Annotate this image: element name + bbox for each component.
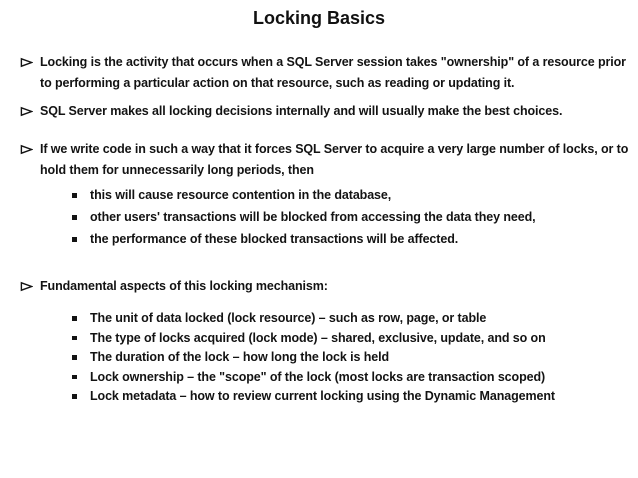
sub-bullet-text: the performance of these blocked transac… <box>90 232 459 246</box>
square-bullet-icon <box>72 229 90 242</box>
bullet-item: Locking is the activity that occurs when… <box>20 52 630 94</box>
sub-bullet-item: The unit of data locked (lock resource) … <box>20 309 630 329</box>
bullet-text: Locking is the activity that occurs when… <box>40 55 626 90</box>
square-bullet-icon <box>72 348 90 360</box>
arrowhead-bullet-icon <box>20 101 40 118</box>
sub-bullet-text: this will cause resource contention in t… <box>90 188 392 202</box>
arrowhead-bullet-icon <box>20 139 40 156</box>
sub-bullet-item: The type of locks acquired (lock mode) –… <box>20 329 630 349</box>
sub-bullet-item: Lock ownership – the "scope" of the lock… <box>20 368 630 388</box>
sub-bullet-item: the performance of these blocked transac… <box>20 229 630 250</box>
bullet-text: SQL Server makes all locking decisions i… <box>40 104 563 118</box>
square-bullet-icon <box>72 368 90 379</box>
square-bullet-icon <box>72 185 90 198</box>
square-bullet-icon <box>72 329 90 340</box>
bullet-item: SQL Server makes all locking decisions i… <box>20 101 630 122</box>
square-bullet-icon <box>72 387 90 399</box>
slide-content: Locking is the activity that occurs when… <box>0 52 638 407</box>
sub-bullet-item: Lock metadata – how to review current lo… <box>20 387 630 407</box>
sub-bullet-item: this will cause resource contention in t… <box>20 185 630 206</box>
sub-bullet-text: Lock metadata – how to review current lo… <box>90 389 555 403</box>
square-bullet-icon <box>72 207 90 220</box>
sub-bullet-group: this will cause resource contention in t… <box>20 185 630 250</box>
sub-bullet-text: Lock ownership – the "scope" of the lock… <box>90 369 546 384</box>
sub-bullet-group: The unit of data locked (lock resource) … <box>20 309 630 407</box>
bullet-text: Fundamental aspects of this locking mech… <box>40 279 328 293</box>
arrowhead-bullet-icon <box>20 276 40 293</box>
sub-bullet-text: The unit of data locked (lock resource) … <box>90 311 487 325</box>
slide-title: Locking Basics <box>252 8 386 28</box>
bullet-text: If we write code in such a way that it f… <box>40 142 629 177</box>
sub-bullet-item: other users' transactions will be blocke… <box>20 207 630 228</box>
sub-bullet-text: other users' transactions will be blocke… <box>90 210 536 224</box>
arrowhead-bullet-icon <box>20 52 40 69</box>
sub-bullet-text: The type of locks acquired (lock mode) –… <box>90 330 546 345</box>
sub-bullet-text: The duration of the lock – how long the … <box>90 350 389 364</box>
bullet-item: Fundamental aspects of this locking mech… <box>20 276 630 297</box>
sub-bullet-item: The duration of the lock – how long the … <box>20 348 630 368</box>
square-bullet-icon <box>72 309 90 321</box>
bullet-item: If we write code in such a way that it f… <box>20 139 630 181</box>
